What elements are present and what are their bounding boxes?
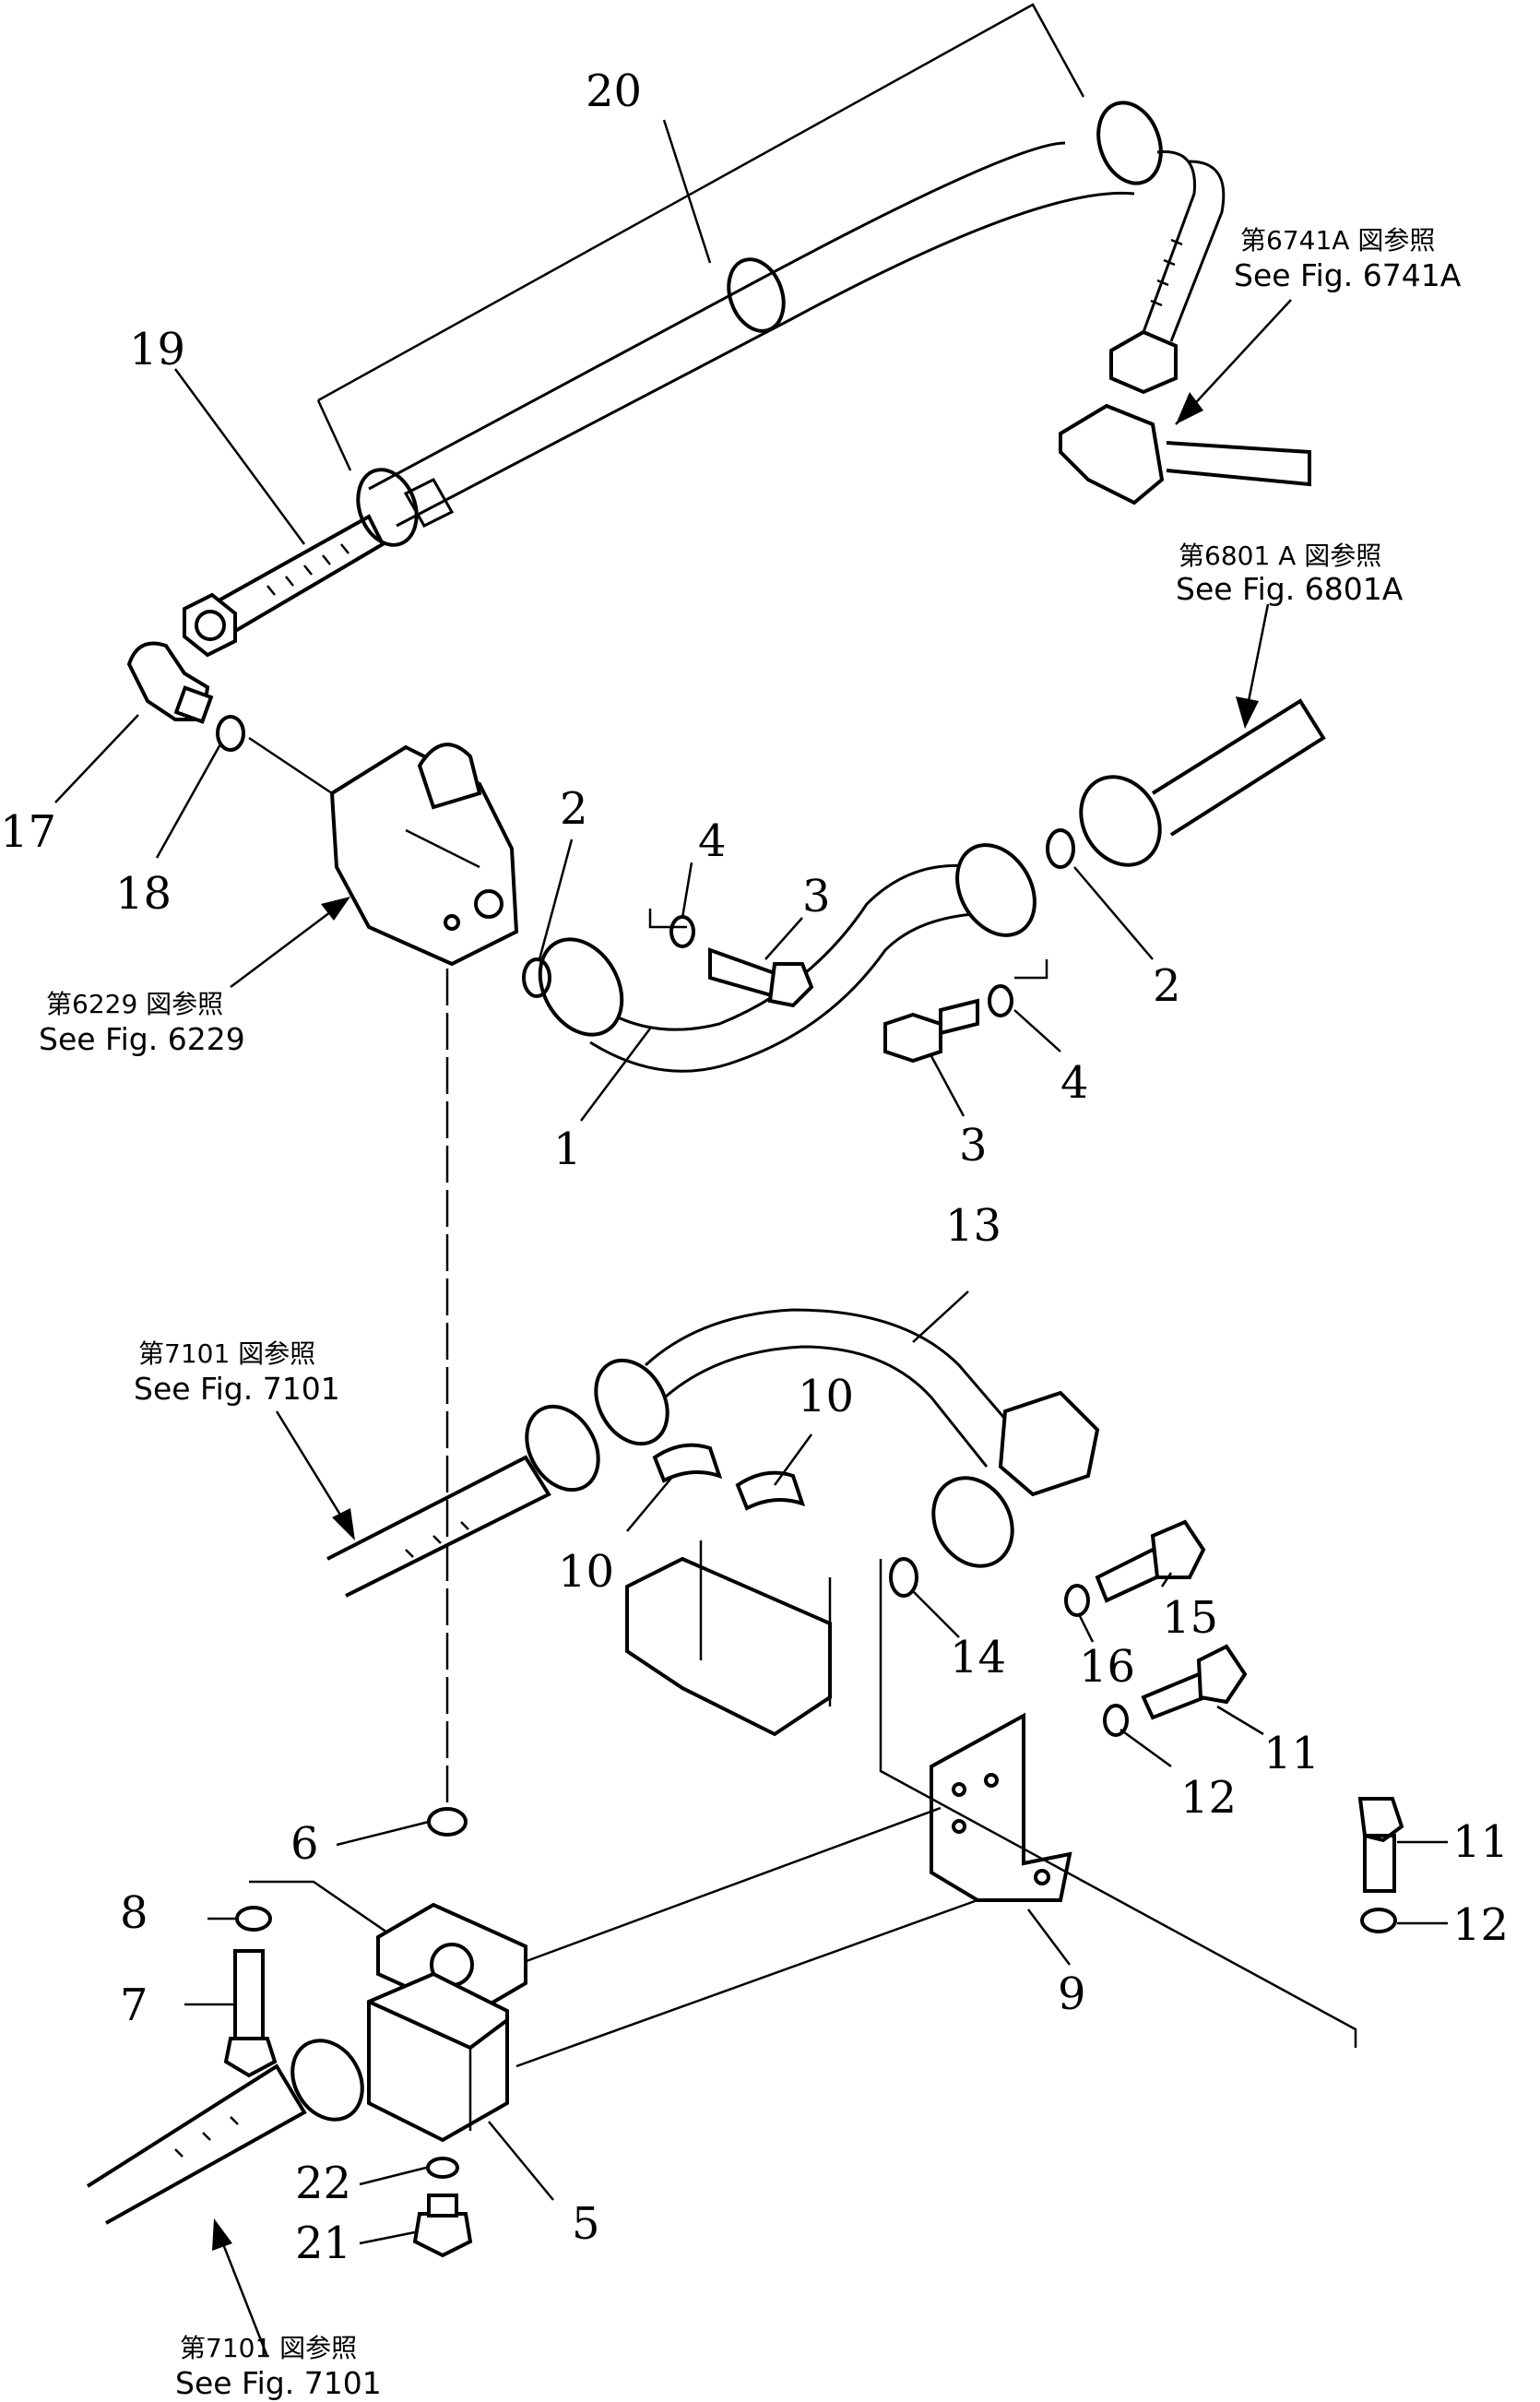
washer-4-lower [988, 984, 1013, 1017]
bracket-9 [930, 1712, 1072, 1902]
ref-6229-jp: 第6229 図参照 [46, 989, 223, 1019]
callout-11a: 11 [1263, 1728, 1320, 1779]
oring-22 [426, 2157, 459, 2179]
bolt-11-upper [1141, 1644, 1248, 1720]
callout-10b: 10 [798, 1371, 854, 1422]
leader-bracket [648, 909, 687, 929]
valve-block [329, 743, 519, 967]
bolt-15 [1095, 1519, 1206, 1603]
leader-bracket-8 [249, 1880, 388, 1934]
oring-6 [427, 1807, 468, 1837]
oring-18 [216, 715, 245, 752]
pipe-7101-upper [326, 1404, 600, 1598]
washer-12-upper [1103, 1704, 1129, 1737]
washer-8 [235, 1906, 272, 1932]
block-5 [367, 1902, 527, 2143]
callout-15: 15 [1162, 1592, 1218, 1644]
callout-14: 14 [950, 1632, 1006, 1683]
callout-4b: 4 [1060, 1057, 1089, 1109]
callout-11b: 11 [1452, 1816, 1509, 1868]
ref-6801a-jp: 第6801 A 図参照 [1179, 541, 1381, 571]
washer-12-lower [1360, 1908, 1397, 1933]
callout-13: 13 [945, 1200, 1001, 1252]
ref-6741a-en: See Fig. 6741A [1234, 257, 1462, 293]
callout-5: 5 [572, 2198, 600, 2250]
callout-10a: 10 [558, 1546, 614, 1598]
pipe-6801a [1079, 698, 1326, 867]
bolt-3-lower [883, 998, 979, 1064]
ref-7101b-jp: 第7101 図参照 [180, 2333, 357, 2363]
callout-2a: 2 [560, 783, 588, 835]
callout-21: 21 [295, 2218, 351, 2269]
callout-3b: 3 [959, 1120, 988, 1171]
oring-14 [889, 1557, 918, 1598]
mount-bracket [625, 1540, 832, 1737]
oring-2-right [1046, 828, 1075, 869]
callout-8: 8 [120, 1887, 148, 1939]
guide-line-b [515, 1898, 978, 2068]
figure-references: 第6741A 図参照 See Fig. 6741A 第6801 A 図参照 Se… [39, 225, 1462, 2401]
ref-7101a-en: See Fig. 7101 [134, 1371, 340, 1407]
bolt-3-upper [708, 947, 814, 1008]
hose-19-assembly [183, 3, 1311, 658]
callout-4a: 4 [698, 815, 727, 867]
callout-17: 17 [0, 806, 56, 858]
washer-4-upper [669, 915, 695, 948]
oring-2-left [522, 957, 551, 998]
pipe-7101-lower [86, 2039, 364, 2225]
ref-7101b-en: See Fig. 7101 [175, 2365, 382, 2401]
callout-1: 1 [553, 1124, 582, 1175]
leader-lines [54, 119, 1448, 2358]
callout-22: 22 [295, 2158, 351, 2209]
callout-18: 18 [115, 868, 172, 920]
callout-9: 9 [1058, 1968, 1086, 2020]
callout-3a: 3 [802, 871, 831, 922]
bolt-11-lower [1357, 1797, 1404, 1893]
ref-7101a-jp: 第7101 図参照 [138, 1338, 315, 1369]
callout-12a: 12 [1180, 1772, 1237, 1824]
callout-numbers: 20 19 17 18 2 4 3 2 4 3 1 13 10 10 14 15… [0, 65, 1509, 2269]
ref-6229-en: See Fig. 6229 [39, 1021, 245, 1057]
leader-bracket-b [1014, 959, 1048, 980]
clip-10-right [735, 1470, 806, 1511]
plug-21 [412, 2194, 473, 2258]
ref-6801a-en: See Fig. 6801A [1176, 571, 1404, 607]
callout-2b: 2 [1153, 960, 1181, 1012]
callout-16: 16 [1079, 1641, 1135, 1693]
callout-7: 7 [120, 1980, 148, 2031]
callout-6: 6 [290, 1818, 319, 1870]
ref-6741a-jp: 第6741A 図参照 [1240, 225, 1435, 256]
callout-19: 19 [129, 324, 185, 375]
clip-10-left [652, 1443, 723, 1483]
callout-12b: 12 [1452, 1899, 1509, 1951]
tube-1 [538, 843, 1037, 1073]
guide-line-a [515, 1806, 942, 1967]
elbow-17 [126, 641, 214, 724]
pipe-13 [594, 1308, 1100, 1568]
callout-20: 20 [586, 65, 642, 117]
bolt-7 [223, 1949, 278, 2078]
washer-16 [1064, 1584, 1090, 1617]
guide-line-c [879, 1559, 1357, 2048]
